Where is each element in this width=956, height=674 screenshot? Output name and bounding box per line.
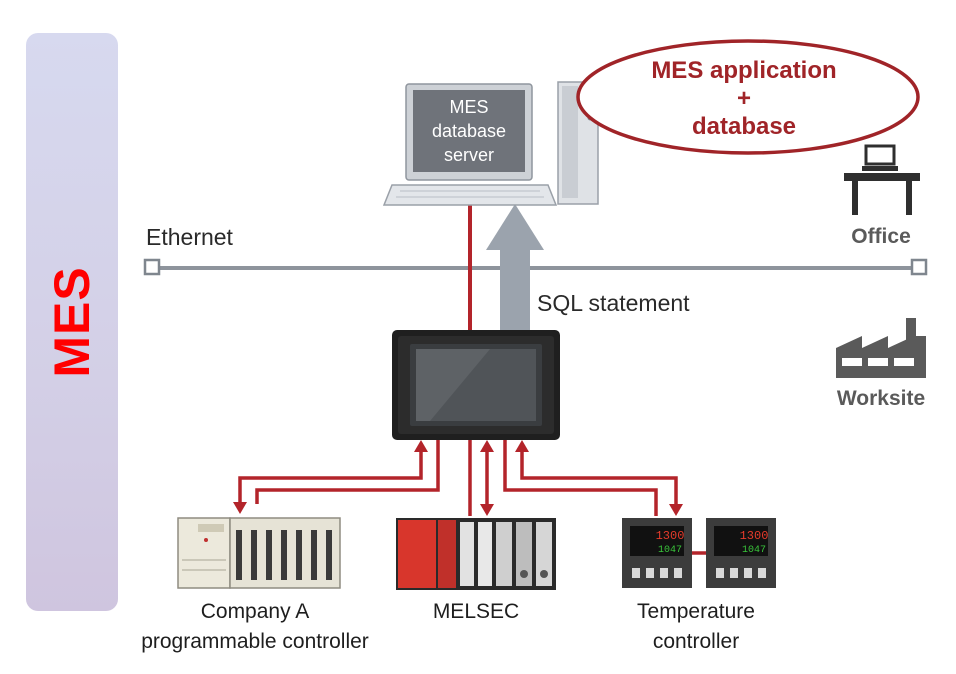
temp-display-top-2: 1300 bbox=[740, 529, 769, 543]
melsec-plc-icon bbox=[396, 518, 556, 590]
temperature-label-line2: controller bbox=[653, 630, 739, 653]
temp-display-bottom-2: 1047 bbox=[742, 545, 766, 556]
temp-display-top-1: 1300 bbox=[656, 529, 685, 543]
server-label-line1: MES bbox=[449, 97, 488, 117]
callout-line2: + bbox=[737, 85, 751, 112]
worksite-label: Worksite bbox=[837, 387, 925, 410]
temperature-controller-icon-1: 1300 1047 bbox=[622, 518, 692, 588]
office-label: Office bbox=[851, 225, 911, 248]
company-a-label-line1: Company A bbox=[201, 600, 310, 623]
callout-line1: MES application bbox=[651, 57, 836, 84]
ethernet-left-terminator bbox=[143, 258, 161, 276]
server-label-line2: database bbox=[432, 121, 506, 141]
temperature-controller-icon-2: 1300 1047 bbox=[706, 518, 776, 588]
callout-line3: database bbox=[692, 113, 796, 140]
sql-arrow-icon bbox=[486, 204, 544, 330]
mes-side-panel: MES bbox=[26, 33, 118, 611]
server-label-line3: server bbox=[444, 145, 494, 165]
company-a-plc-icon bbox=[177, 517, 341, 589]
ethernet-right-terminator bbox=[910, 258, 928, 276]
melsec-label: MELSEC bbox=[433, 600, 519, 623]
server-monitor-icon bbox=[382, 83, 558, 206]
ethernet-label: Ethernet bbox=[146, 224, 234, 250]
mes-application-callout bbox=[576, 39, 920, 155]
hmi-panel-icon bbox=[392, 330, 560, 440]
company-a-label-line2: programmable controller bbox=[141, 630, 369, 653]
sql-statement-label: SQL statement bbox=[537, 290, 690, 316]
device-links bbox=[233, 440, 683, 516]
temperature-label-line1: Temperature bbox=[637, 600, 755, 623]
ethernet-line bbox=[143, 258, 928, 276]
factory-icon bbox=[836, 318, 926, 378]
desk-computer-icon bbox=[844, 144, 920, 215]
temp-display-bottom-1: 1047 bbox=[658, 545, 682, 556]
